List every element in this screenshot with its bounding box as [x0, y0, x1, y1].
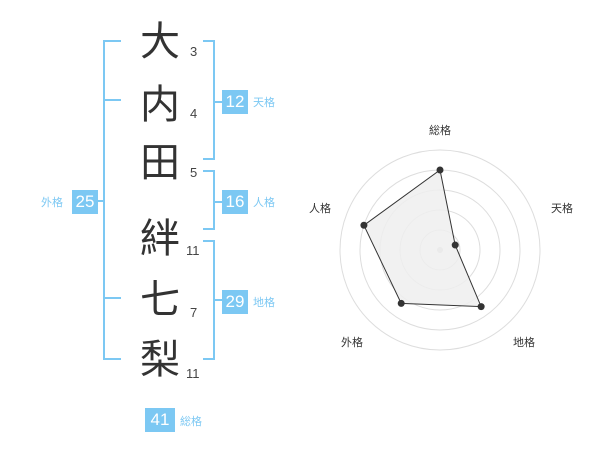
radar-axis-label-gaikaku: 外格 — [341, 336, 363, 349]
gaikaku-bracket-bottom — [103, 358, 121, 360]
name-char-4: 絆 — [140, 216, 180, 262]
gaikaku-bracket-vertical — [103, 40, 105, 360]
jinkaku-connector — [213, 201, 222, 203]
radar-ring-1 — [419, 229, 461, 271]
radar-data-polygon — [363, 169, 482, 308]
radar-ring-2 — [399, 209, 481, 291]
jinkaku-bracket-top — [203, 170, 215, 172]
name-char-3: 田 — [140, 140, 180, 186]
jinkaku-value-box: 16 — [222, 190, 248, 214]
radar-axis-label-tenkaku: 天格 — [551, 202, 573, 215]
chikaku-value-box: 29 — [222, 290, 248, 314]
name-char-1: 大 — [140, 19, 180, 65]
tenkaku-bracket-vertical — [213, 40, 215, 160]
gaikaku-bracket-mid — [103, 99, 121, 101]
name-char-2: 内 — [140, 82, 180, 128]
radar-ring-3 — [379, 189, 501, 311]
tenkaku-bracket-top — [203, 40, 215, 42]
radar-axis-label-jinkaku: 人格 — [309, 202, 331, 215]
gaikaku-connector — [97, 200, 104, 202]
name-char-5: 七 — [140, 277, 180, 323]
stroke-count-2: 4 — [190, 106, 198, 121]
chikaku-bracket-bottom — [203, 358, 215, 360]
radar-ring-5 — [339, 149, 541, 351]
radar-point-3 — [477, 303, 485, 311]
gaikaku-value-box: 25 — [72, 190, 98, 214]
radar-point-1 — [436, 166, 444, 174]
stroke-count-1: 3 — [190, 44, 198, 59]
soukaku-label: 総格 — [180, 415, 202, 428]
chikaku-bracket-top — [203, 240, 215, 242]
gaikaku-bracket-top — [103, 40, 121, 42]
jinkaku-bracket-vertical — [213, 170, 215, 230]
jinkaku-bracket-bottom — [203, 228, 215, 230]
tenkaku-label: 天格 — [253, 96, 275, 109]
radar-ring-4 — [359, 169, 521, 331]
tenkaku-connector — [213, 101, 222, 103]
chikaku-label: 地格 — [253, 296, 275, 309]
jinkaku-label: 人格 — [253, 196, 275, 209]
soukaku-value-box: 41 — [145, 408, 175, 432]
tenkaku-value-box: 12 — [222, 90, 248, 114]
stroke-count-6: 11 — [186, 366, 200, 381]
radar-point-5 — [360, 221, 368, 229]
radar-point-2 — [451, 241, 459, 249]
stroke-count-4: 11 — [186, 243, 200, 258]
radar-axis-label-chikaku: 地格 — [513, 336, 535, 349]
stroke-count-3: 5 — [190, 165, 198, 180]
radar-center-dot — [437, 247, 443, 253]
gaikaku-label: 外格 — [41, 196, 63, 209]
stroke-count-5: 7 — [190, 305, 198, 320]
radar-point-4 — [397, 299, 405, 307]
tenkaku-bracket-bottom — [203, 158, 215, 160]
gaikaku-bracket-mid2 — [103, 297, 121, 299]
chikaku-connector — [213, 299, 222, 301]
radar-axis-label-soukaku: 総格 — [429, 124, 451, 137]
name-char-6: 梨 — [140, 337, 180, 383]
